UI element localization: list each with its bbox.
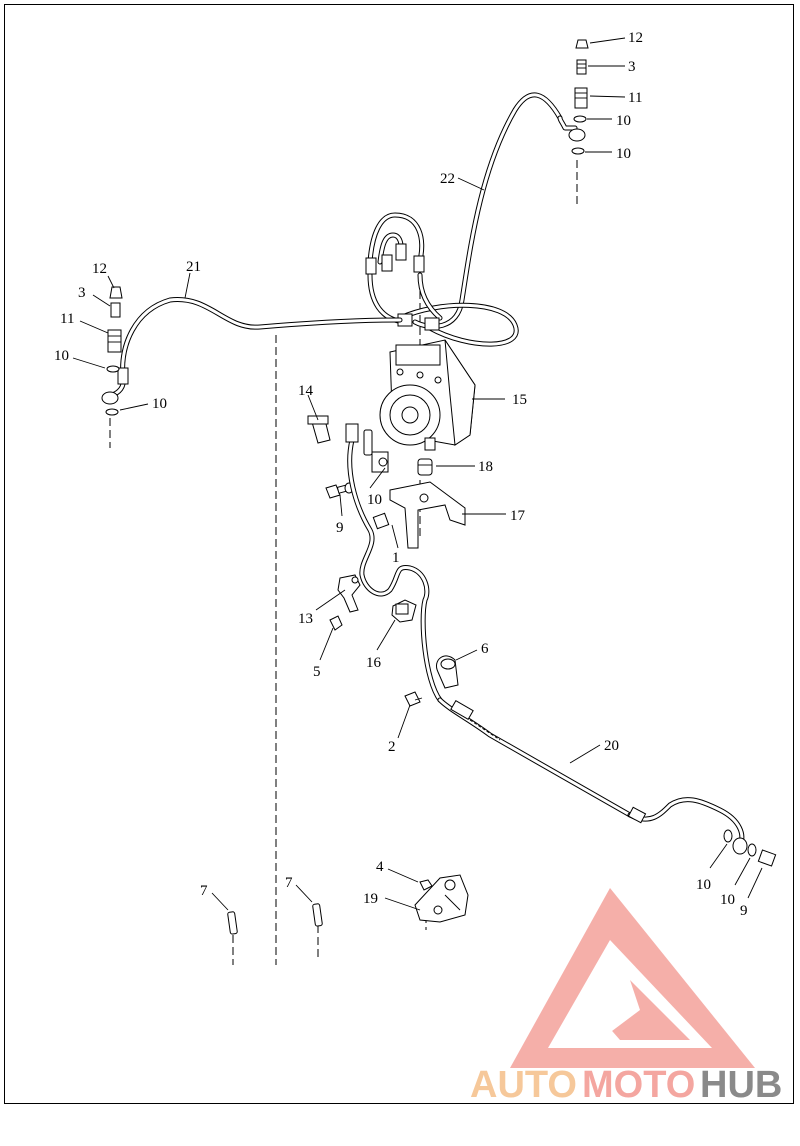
callout-19: 19 bbox=[363, 891, 378, 907]
watermark-text-auto: AUTO bbox=[470, 1064, 577, 1106]
fitting-nut bbox=[424, 317, 440, 331]
fitting-nut bbox=[117, 367, 129, 385]
bottom-right-fittings bbox=[723, 829, 777, 867]
leader-lines bbox=[72, 37, 763, 911]
banjo-bolt-11 bbox=[107, 329, 122, 353]
callout-3: 3 bbox=[628, 59, 636, 75]
abs-port bbox=[424, 437, 436, 451]
fitting-nut bbox=[395, 243, 407, 261]
callout-15: 15 bbox=[512, 392, 527, 408]
callout-9: 9 bbox=[740, 903, 748, 919]
bracket-17 bbox=[389, 481, 466, 549]
fitting-nut bbox=[627, 806, 647, 824]
clamp-6 bbox=[436, 655, 459, 689]
banjo-bolt-9 bbox=[757, 849, 777, 867]
watermark-text-hub: HUB bbox=[700, 1064, 782, 1106]
callout-18: 18 bbox=[478, 459, 493, 475]
callout-20: 20 bbox=[604, 738, 619, 754]
callout-7: 7 bbox=[200, 883, 208, 899]
callout-10: 10 bbox=[367, 492, 382, 508]
banjo-fitting bbox=[101, 391, 119, 405]
banjo-fitting bbox=[732, 837, 748, 855]
bolt-7a bbox=[227, 911, 238, 935]
line-sleeve bbox=[450, 699, 474, 721]
washer-10 bbox=[723, 829, 733, 843]
callout-16: 16 bbox=[366, 655, 382, 671]
brake-line-21 bbox=[105, 297, 403, 399]
sensor-14 bbox=[307, 415, 331, 444]
screw-5 bbox=[329, 615, 343, 631]
callout-10: 10 bbox=[616, 113, 631, 129]
callout-5: 5 bbox=[313, 664, 321, 680]
bleeder-screw-3 bbox=[576, 59, 587, 75]
callout-12: 12 bbox=[628, 30, 643, 46]
callout-1: 1 bbox=[392, 550, 400, 566]
callout-10: 10 bbox=[720, 892, 735, 908]
clip-16 bbox=[391, 599, 417, 623]
fitting-nut bbox=[365, 257, 377, 275]
fitting-nut bbox=[381, 254, 393, 272]
callout-11: 11 bbox=[60, 311, 74, 327]
watermark-text: AUTO MOTO HUB bbox=[470, 1064, 782, 1106]
callout-10: 10 bbox=[616, 146, 631, 162]
callout-10: 10 bbox=[152, 396, 167, 412]
bleeder-screw-3 bbox=[110, 302, 121, 318]
callout-13: 13 bbox=[298, 611, 313, 627]
nut-4 bbox=[419, 879, 433, 891]
washer-10 bbox=[747, 843, 757, 857]
callout-7: 7 bbox=[285, 875, 293, 891]
watermark-logo bbox=[510, 888, 755, 1068]
callout-2: 2 bbox=[388, 739, 396, 755]
bolt-9-mid bbox=[325, 482, 354, 499]
callout-14: 14 bbox=[298, 383, 314, 399]
callout-6: 6 bbox=[481, 641, 489, 657]
fitting-clip bbox=[372, 512, 390, 530]
grommet-18 bbox=[417, 458, 433, 476]
fitting-nut bbox=[413, 255, 425, 273]
bleeder-cap-12 bbox=[109, 286, 123, 299]
brake-line-1 bbox=[345, 423, 443, 703]
banjo-fitting bbox=[568, 128, 586, 142]
left-fittings bbox=[101, 286, 123, 416]
callout-4: 4 bbox=[376, 859, 384, 875]
bleeder-cap-12 bbox=[575, 39, 589, 49]
fitting-nut bbox=[345, 423, 359, 443]
callout-21: 21 bbox=[186, 259, 201, 275]
washer-10 bbox=[105, 408, 119, 416]
fitting-connector bbox=[363, 429, 373, 456]
screw-2 bbox=[404, 691, 423, 707]
brake-line-20 bbox=[437, 697, 745, 848]
watermark-text-moto: MOTO bbox=[582, 1064, 695, 1106]
callout-22: 22 bbox=[440, 171, 455, 187]
washer-10 bbox=[573, 115, 587, 123]
clip-13 bbox=[337, 574, 361, 613]
callout-11: 11 bbox=[628, 90, 642, 106]
abs-module bbox=[379, 339, 476, 451]
bolt-7b bbox=[312, 903, 323, 927]
callout-9: 9 bbox=[336, 520, 344, 536]
callout-12: 12 bbox=[92, 261, 107, 277]
brake-line-22 bbox=[412, 92, 578, 330]
callout-17: 17 bbox=[510, 508, 526, 524]
callout-3: 3 bbox=[78, 285, 86, 301]
washer-10 bbox=[106, 365, 120, 373]
bracket-19 bbox=[414, 874, 469, 923]
top-right-fittings bbox=[568, 39, 589, 155]
callout-numbers: 12 3 11 10 10 22 21 12 3 11 10 10 14 15 … bbox=[54, 30, 748, 919]
washer-10 bbox=[571, 147, 585, 155]
callout-10: 10 bbox=[696, 877, 711, 893]
callout-10: 10 bbox=[54, 348, 69, 364]
drawing-border bbox=[4, 4, 794, 1104]
